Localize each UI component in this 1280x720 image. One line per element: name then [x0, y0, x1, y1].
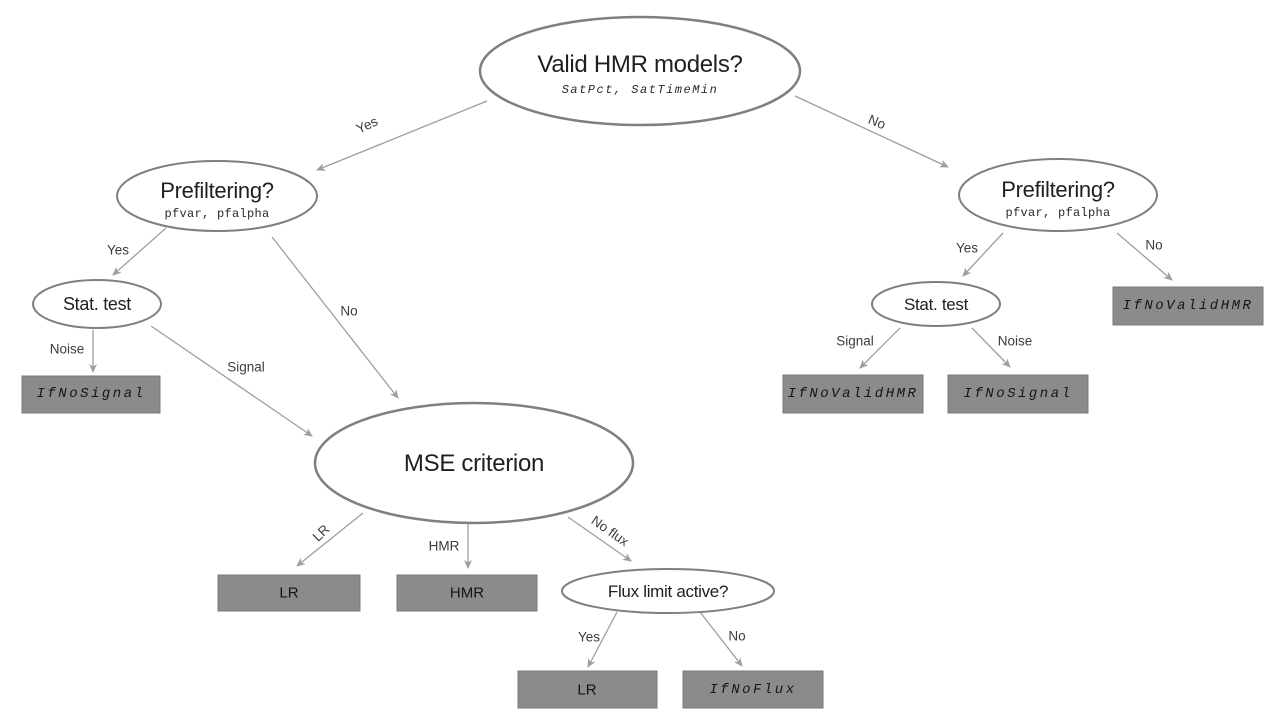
node-prefiltering-right-ellipse: [958, 158, 1158, 232]
edge-mse-lr: [296, 512, 364, 567]
node-prefiltering-left-params: pfvar, pfalpha: [164, 207, 269, 221]
node-prefiltering-left-ellipse: [116, 160, 318, 232]
edge-statright-signal: [859, 327, 901, 369]
edge-label-mse-hmr: HMR: [429, 539, 460, 554]
outcome-lr-bottom: LR: [517, 670, 658, 709]
edge-label-preleft-yes: Yes: [107, 243, 129, 258]
outcome-ifnosignal-left: IfNoSignal: [21, 375, 161, 414]
outcome-ifnovalidhmr-signal-label: IfNoValidHMR: [788, 386, 919, 402]
edge-preleft-no: [271, 236, 399, 399]
outcome-ifnovalidhmr-no-label: IfNoValidHMR: [1123, 298, 1254, 314]
outcome-ifnovalidhmr-no: IfNoValidHMR: [1112, 286, 1264, 326]
edge-label-preright-no: No: [1145, 238, 1162, 253]
node-flux-limit-ellipse: [561, 568, 775, 614]
edge-preright-yes: [962, 232, 1004, 277]
edge-label-mse-noflux: No flux: [588, 513, 631, 550]
node-flux-limit-active: Flux limit active?: [561, 568, 775, 614]
node-valid-hmr-models: Valid HMR models? SatPct, SatTimeMin: [478, 15, 802, 127]
outcome-ifnoflux-box: [682, 670, 824, 709]
outcome-ifnosignal-right: IfNoSignal: [947, 374, 1089, 414]
outcome-lr-left-label: LR: [279, 585, 298, 602]
edge-top-no: [794, 95, 949, 168]
outcome-boxes: IfNoSignal LR HMR LR IfNoFlux IfNoValidH…: [21, 286, 1264, 709]
edge-top-yes: [316, 100, 488, 171]
edge-label-statleft-noise: Noise: [50, 342, 85, 357]
outcome-ifnoflux-label: IfNoFlux: [709, 682, 796, 698]
node-prefiltering-right: Prefiltering? pfvar, pfalpha: [958, 158, 1158, 232]
outcome-ifnovalidhmr-signal: IfNoValidHMR: [782, 374, 924, 414]
node-stat-test-left-label: Stat. test: [63, 294, 131, 314]
node-mse-criterion-label: MSE criterion: [404, 450, 544, 477]
edge-statleft-signal: [150, 325, 313, 437]
outcome-lr-bottom-label: LR: [577, 682, 596, 699]
node-prefiltering-left: Prefiltering? pfvar, pfalpha: [116, 160, 318, 232]
node-stat-test-right-label: Stat. test: [904, 295, 969, 314]
edge-preright-no: [1116, 232, 1173, 281]
node-prefiltering-right-params: pfvar, pfalpha: [1005, 206, 1110, 220]
outcome-hmr-box: [396, 574, 538, 612]
outcome-ifnosignal-left-box: [21, 375, 161, 414]
outcome-ifnosignal-right-label: IfNoSignal: [963, 386, 1072, 402]
node-valid-hmr-label: Valid HMR models?: [537, 51, 742, 78]
edge-flux-no: [699, 611, 743, 667]
outcome-hmr: HMR: [396, 574, 538, 612]
node-stat-test-right: Stat. test: [871, 281, 1001, 327]
edge-preleft-yes: [112, 227, 167, 276]
outcome-ifnovalidhmr-no-box: [1112, 286, 1264, 326]
node-stat-test-left-ellipse: [32, 279, 162, 329]
outcome-hmr-label: HMR: [450, 585, 484, 602]
edge-label-preleft-no: No: [340, 304, 357, 319]
node-valid-hmr-params: SatPct, SatTimeMin: [562, 83, 719, 97]
node-mse-criterion: MSE criterion: [313, 401, 635, 525]
outcome-ifnovalidhmr-signal-box: [782, 374, 924, 414]
edge-label-preright-yes: Yes: [956, 241, 978, 256]
node-mse-criterion-ellipse: [313, 401, 635, 525]
outcome-lr-left-box: [217, 574, 361, 612]
outcome-ifnosignal-left-label: IfNoSignal: [36, 386, 145, 402]
edge-label-statleft-signal: Signal: [227, 360, 265, 375]
outcome-lr-bottom-box: [517, 670, 658, 709]
node-prefiltering-left-label: Prefiltering?: [160, 178, 274, 203]
node-prefiltering-right-label: Prefiltering?: [1001, 177, 1115, 202]
edge-label-statright-signal: Signal: [836, 334, 874, 349]
outcome-lr-left: LR: [217, 574, 361, 612]
edge-mse-noflux: [567, 516, 632, 562]
outcome-ifnosignal-right-box: [947, 374, 1089, 414]
node-valid-hmr-ellipse: [478, 15, 802, 127]
edge-label-flux-yes: Yes: [578, 630, 600, 645]
edge-statright-noise: [971, 327, 1011, 368]
edge-flux-yes: [587, 611, 618, 668]
connectors: [89, 95, 1173, 668]
node-flux-limit-label: Flux limit active?: [608, 582, 728, 601]
edge-label-statright-noise: Noise: [998, 334, 1033, 349]
node-stat-test-right-ellipse: [871, 281, 1001, 327]
edge-label-flux-no: No: [728, 629, 745, 644]
outcome-ifnoflux: IfNoFlux: [682, 670, 824, 709]
decision-nodes: Valid HMR models? SatPct, SatTimeMin Pre…: [32, 15, 1158, 614]
edge-label-top-no: No: [866, 112, 888, 132]
node-stat-test-left: Stat. test: [32, 279, 162, 329]
edge-label-top-yes: Yes: [354, 113, 381, 136]
